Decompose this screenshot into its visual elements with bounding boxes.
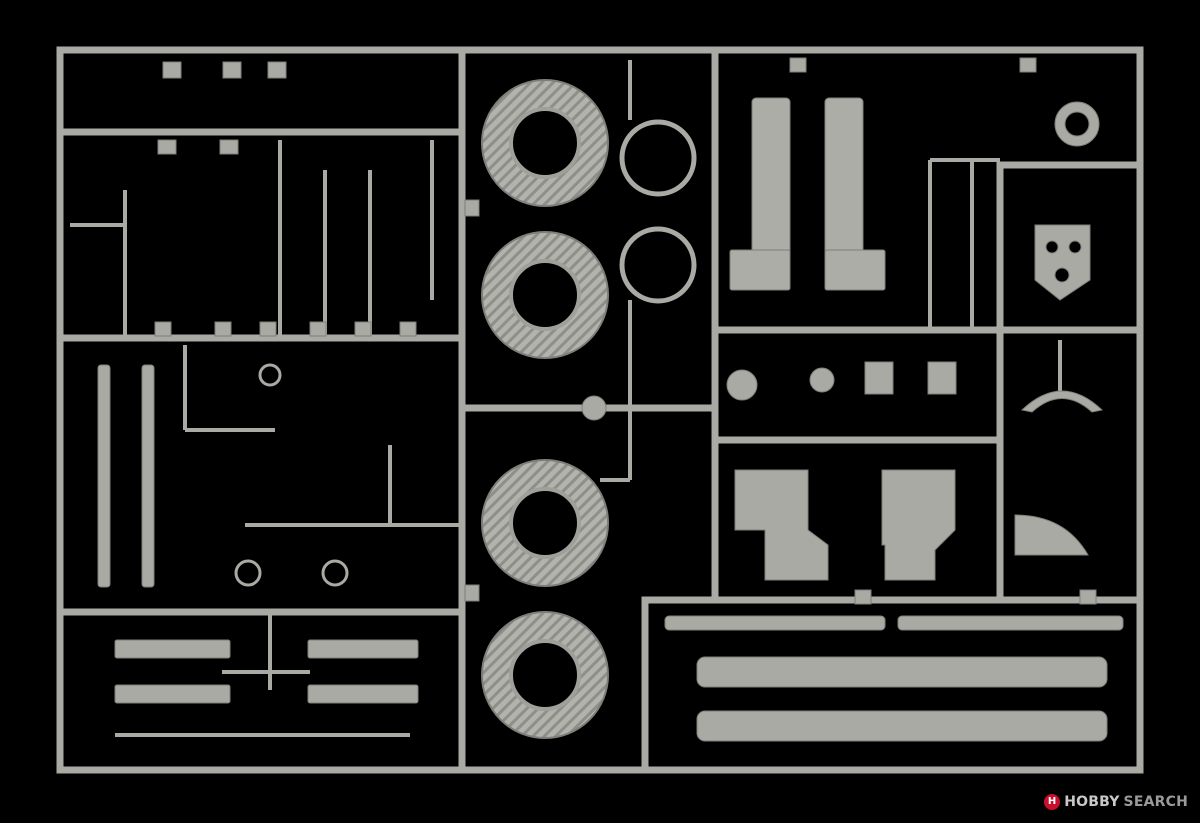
tire-2	[481, 231, 609, 359]
attachment-gates	[154, 57, 1097, 605]
watermark-brand-part1: HOBBY	[1064, 794, 1120, 810]
inner-runners	[70, 60, 1062, 737]
rims	[619, 119, 697, 304]
long-bars-left	[97, 364, 155, 588]
watermark: H HOBBY SEARCH	[1044, 791, 1188, 813]
middle-right-parts	[726, 361, 1104, 413]
tire-set	[481, 79, 609, 739]
watermark-brand-part2: SEARCH	[1123, 794, 1188, 810]
cylinders	[729, 97, 886, 291]
watermark-logo: H	[1044, 794, 1061, 810]
long-tubes	[664, 615, 1124, 742]
tire-4	[481, 611, 609, 739]
plates	[734, 469, 1089, 581]
tire-1	[481, 79, 609, 207]
tire-3	[481, 459, 609, 587]
small-wheels	[234, 363, 349, 587]
sprue-frame	[56, 46, 1144, 774]
springs	[114, 639, 419, 704]
hub-part	[581, 395, 607, 421]
top-right-parts	[1034, 101, 1100, 301]
